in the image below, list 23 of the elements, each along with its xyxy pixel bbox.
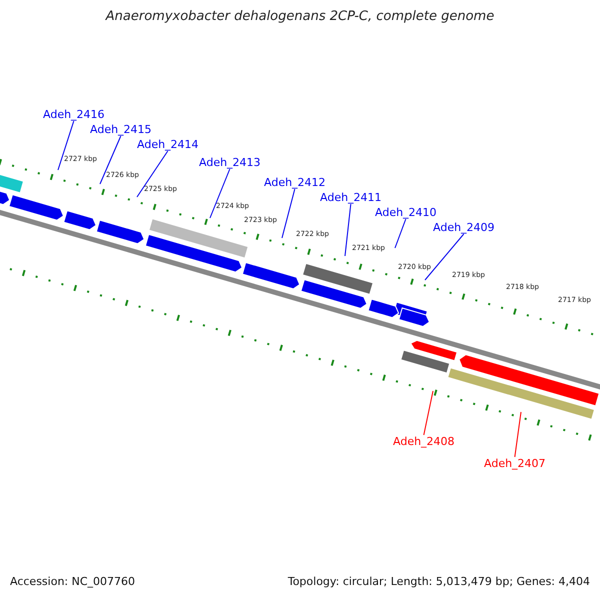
- leader-line: [514, 412, 522, 458]
- leader-line: [136, 150, 168, 198]
- leader-line: [100, 136, 122, 184]
- leader-line: [282, 188, 296, 238]
- gene-label: Adeh_2414: [137, 138, 199, 151]
- leader-line: [210, 168, 230, 218]
- leader-line: [394, 218, 406, 248]
- gene-label: Adeh_2412: [264, 176, 326, 189]
- accession-label: Accession: NC_007760: [10, 575, 136, 588]
- map-title: Anaeromyxobacter dehalogenans 2CP-C, complete genome: [104, 9, 496, 24]
- gene-label: Adeh_2416: [43, 108, 105, 121]
- gene-label: Adeh_2413: [199, 156, 261, 169]
- gene-label: Adeh_2409: [433, 221, 495, 234]
- leader-line: [58, 120, 74, 170]
- leader-line: [423, 390, 434, 436]
- gene-label: Adeh_2407: [484, 457, 546, 470]
- gene-label: Adeh_2410: [375, 206, 437, 219]
- gene-label: Adeh_2408: [393, 435, 455, 448]
- gene-label: Adeh_2415: [90, 123, 152, 136]
- gene-label: Adeh_2411: [320, 191, 382, 204]
- leader-line: [424, 234, 464, 280]
- leader-line: [344, 204, 352, 256]
- genome-stats-label: Topology: circular; Length: 5,013,479 bp; Genes: 4,404: [288, 575, 590, 588]
